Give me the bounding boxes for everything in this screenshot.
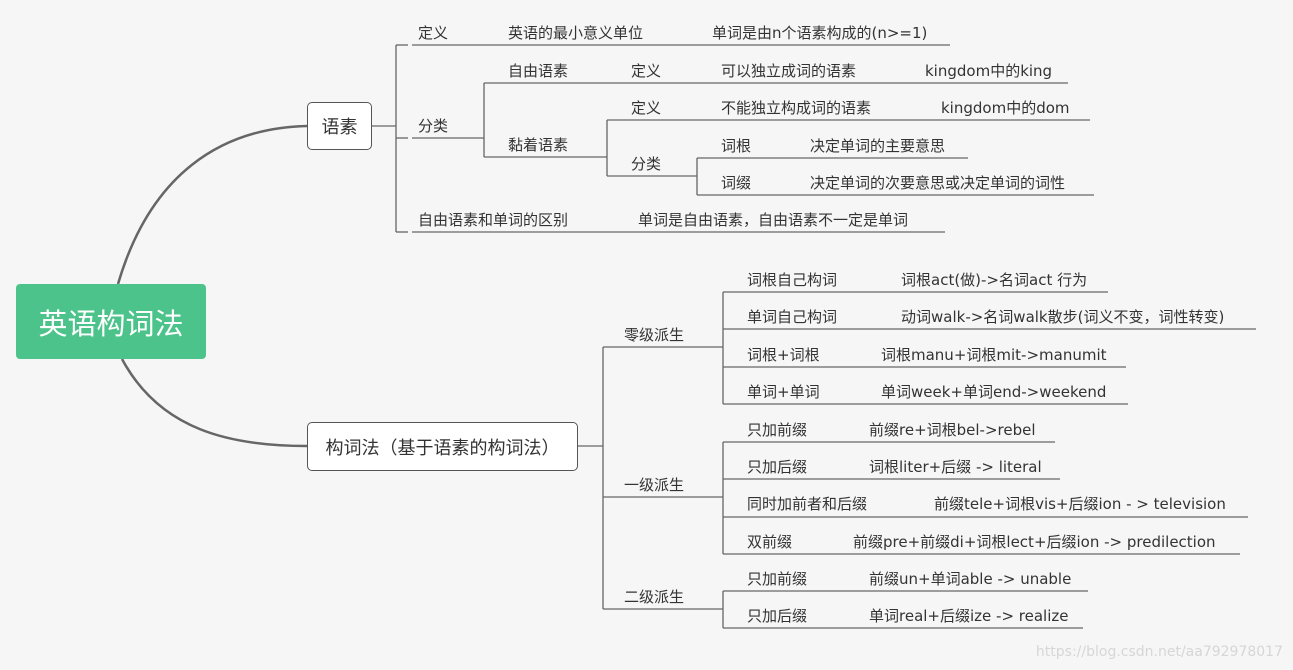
diff-label[interactable]: 自由语素和单词的区别 [418,211,569,229]
morpheme-def-note[interactable]: 单词是由n个语素构成的(n>=1) [712,24,928,42]
root-text[interactable]: 决定单词的主要意思 [810,137,946,155]
first-derivation-label[interactable]: 一级派生 [624,476,685,494]
zero-item-2-example[interactable]: 动词walk->名词walk散步(词义不变，词性转变) [901,308,1225,326]
bound-classify-label[interactable]: 分类 [631,155,662,173]
first-item-1-example[interactable]: 前缀re+词根bel->rebel [869,421,1036,439]
diff-text[interactable]: 单词是自由语素，自由语素不一定是单词 [638,211,909,229]
affix-text[interactable]: 决定单词的次要意思或决定单词的词性 [810,174,1066,192]
watermark: https://blog.csdn.net/aa792978017 [1035,644,1283,660]
first-item-2-example[interactable]: 词根liter+后缀 -> literal [869,458,1042,476]
free-morpheme-label[interactable]: 自由语素 [508,62,569,80]
bound-def-label[interactable]: 定义 [631,99,662,117]
zero-item-1-example[interactable]: 词根act(做)->名词act 行为 [901,271,1088,289]
affix-label[interactable]: 词缀 [721,174,752,192]
second-derivation-label[interactable]: 二级派生 [624,588,685,606]
zero-derivation-label[interactable]: 零级派生 [624,326,685,344]
zero-item-4-example[interactable]: 单词week+单词end->weekend [881,383,1107,401]
free-def-label[interactable]: 定义 [631,62,662,80]
morpheme-node[interactable]: 语素 [307,102,372,150]
free-example[interactable]: kingdom中的king [925,62,1053,80]
second-item-2[interactable]: 只加后缀 [747,607,808,625]
second-item-1[interactable]: 只加前缀 [747,570,808,588]
second-item-1-example[interactable]: 前缀un+单词able -> unable [869,570,1072,588]
zero-item-4[interactable]: 单词+单词 [747,383,820,401]
second-item-2-example[interactable]: 单词real+后缀ize -> realize [869,607,1069,625]
morpheme-def-text[interactable]: 英语的最小意义单位 [508,24,644,42]
first-item-1[interactable]: 只加前缀 [747,421,808,439]
zero-item-2[interactable]: 单词自己构词 [747,308,838,326]
bound-def-text[interactable]: 不能独立构成词的语素 [721,99,872,117]
word-formation-node[interactable]: 构词法（基于语素的构词法） [307,422,578,471]
morpheme-def-label[interactable]: 定义 [418,24,449,42]
morpheme-classify-label[interactable]: 分类 [418,117,449,135]
bound-example[interactable]: kingdom中的dom [941,99,1070,117]
zero-item-3[interactable]: 词根+词根 [747,346,820,364]
bound-morpheme-label[interactable]: 黏着语素 [508,136,569,154]
free-def-text[interactable]: 可以独立成词的语素 [721,62,857,80]
first-item-3[interactable]: 同时加前者和后缀 [747,495,868,513]
zero-item-1[interactable]: 词根自己构词 [747,271,838,289]
first-item-4[interactable]: 双前缀 [747,533,793,551]
first-item-4-example[interactable]: 前缀pre+前缀di+词根lect+后缀ion -> predilection [853,533,1216,551]
root-node[interactable]: 英语构词法 [16,284,206,359]
first-item-3-example[interactable]: 前缀tele+词根vis+后缀ion - > television [934,495,1226,513]
first-item-2[interactable]: 只加后缀 [747,458,808,476]
root-label[interactable]: 词根 [721,137,752,155]
zero-item-3-example[interactable]: 词根manu+词根mit->manumit [881,346,1107,364]
